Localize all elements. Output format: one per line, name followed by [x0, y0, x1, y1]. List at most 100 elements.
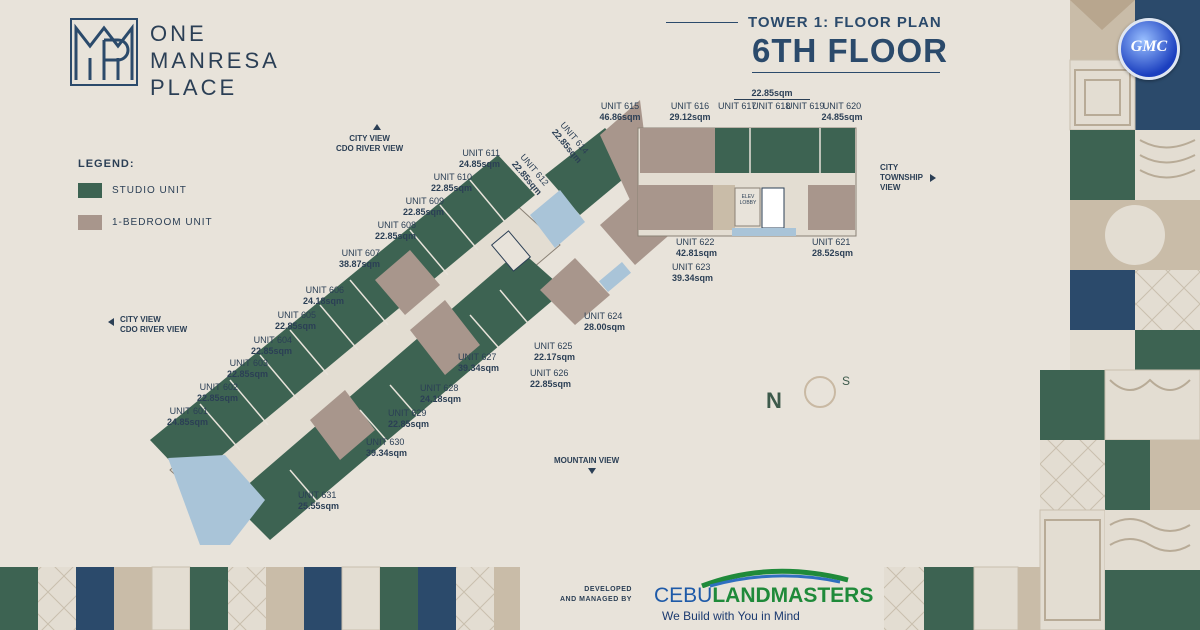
developer-name-part-2: LANDMASTERS [712, 584, 874, 607]
floor-plan-subtitle: TOWER 1: FLOOR PLAN [748, 14, 942, 31]
unit-630-name: UNIT 630 [366, 437, 405, 447]
unit-624-area: 28.00sqm [584, 322, 626, 332]
developer-line-2: AND MANAGED BY [560, 596, 632, 603]
unit-607-area: 38.87sqm [338, 259, 380, 269]
unit-625-name: UNIT 625 [534, 341, 573, 351]
compass-south: S [842, 374, 851, 388]
unit-623-area: 39.34sqm [672, 273, 714, 283]
arrow-up-icon [373, 124, 381, 130]
unit-629-area: 22.85sqm [388, 419, 430, 429]
unit-611-area: 24.85sqm [458, 159, 500, 169]
right-decorative-tiles [1039, 0, 1200, 630]
unit-620-name: UNIT 620 [822, 101, 862, 111]
unit-606-name: UNIT 606 [305, 285, 344, 295]
view-right-line-3: VIEW [880, 183, 901, 192]
unit-616-area: 29.12sqm [669, 112, 711, 122]
unit-609-name: UNIT 609 [405, 196, 444, 206]
legend-label-studio: STUDIO UNIT [112, 185, 187, 196]
unit-601-area: 24.85sqm [166, 417, 208, 427]
unit-609-area: 22.85sqm [402, 207, 444, 217]
legend-swatch-studio [78, 183, 102, 198]
unit-625-area: 22.17sqm [534, 352, 576, 362]
developer-line-1: DEVELOPED [584, 586, 632, 593]
unit-631-name: UNIT 631 [298, 490, 337, 500]
brand-line-3: PLACE [150, 75, 238, 100]
unit-627-name: UNIT 627 [458, 352, 497, 362]
bottom-right-decorative-tiles [884, 566, 1040, 630]
bottom-left-decorative-tiles [0, 566, 520, 630]
elev-lobby-label: ELEV LOBBY [739, 194, 757, 206]
unit-617-619-area: 22.85sqm [751, 88, 793, 98]
unit-622-name: UNIT 622 [676, 237, 715, 247]
unit-624-name: UNIT 624 [584, 311, 623, 321]
unit-604-name: UNIT 604 [253, 335, 292, 345]
unit-607-name: UNIT 607 [341, 248, 380, 258]
legend-title: LEGEND: [78, 158, 135, 170]
unit-627-area: 39.34sqm [458, 363, 500, 373]
unit-label-617: UNIT 617 [718, 101, 756, 112]
floor-plan-title: 6TH FLOOR [752, 32, 948, 69]
unit-630-area: 39.34sqm [366, 448, 408, 458]
developer-caption: DEVELOPED AND MANAGED BY [560, 585, 632, 605]
view-label-bottom: MOUNTAIN VIEW [554, 456, 620, 465]
unit-603-name: UNIT 603 [229, 358, 268, 368]
unit-label-619: UNIT 619 [786, 101, 825, 112]
unit-602-area: 22.85sqm [196, 393, 238, 403]
tower-wing-diagonal [150, 155, 565, 545]
unit-629-name: UNIT 629 [388, 408, 427, 418]
cebu-landmasters-swoosh-icon [701, 568, 849, 588]
unit-611-name: UNIT 611 [462, 148, 500, 158]
unit-617-619-bracket [734, 99, 810, 100]
arrow-down-icon [588, 468, 596, 474]
brand-line-1: ONE [150, 21, 207, 46]
gmc-badge: GMC [1118, 18, 1180, 80]
unit-621-name: UNIT 621 [812, 237, 851, 247]
view-top-line-1: CITY VIEW [349, 134, 390, 143]
compass-north: N [766, 388, 782, 413]
view-right-line-1: CITY [880, 163, 899, 172]
tower-wing-horizontal [637, 127, 857, 237]
unit-602-name: UNIT 602 [199, 382, 238, 392]
unit-601-name: UNIT 601 [169, 406, 208, 416]
unit-623-name: UNIT 623 [672, 262, 711, 272]
unit-604-area: 22.85sqm [250, 346, 292, 356]
unit-628-area: 24.18sqm [420, 394, 462, 404]
legend-swatch-1-bedroom [78, 215, 102, 230]
unit-606-area: 24.18sqm [302, 296, 344, 306]
unit-631-area: 25.55sqm [298, 501, 340, 511]
unit-608-area: 22.85sqm [374, 231, 416, 241]
brand-name: ONE MANRESA PLACE [150, 20, 280, 101]
gmc-badge-text: GMC [1130, 38, 1168, 55]
unit-622-area: 42.81sqm [676, 248, 718, 258]
unit-605-name: UNIT 605 [277, 310, 316, 320]
unit-628-name: UNIT 628 [420, 383, 459, 393]
unit-615-area: 46.86sqm [599, 112, 641, 122]
unit-626-area: 22.85sqm [530, 379, 572, 389]
developer-name: CEBULANDMASTERS [654, 584, 873, 608]
unit-605-area: 22.85sqm [274, 321, 316, 331]
view-label-left: CITY VIEW CDO RIVER VIEW [120, 315, 187, 335]
unit-619-name: UNIT 619 [786, 101, 825, 111]
unit-610-area: 22.85sqm [430, 183, 472, 193]
developer-tagline: We Build with You in Mind [662, 609, 800, 623]
